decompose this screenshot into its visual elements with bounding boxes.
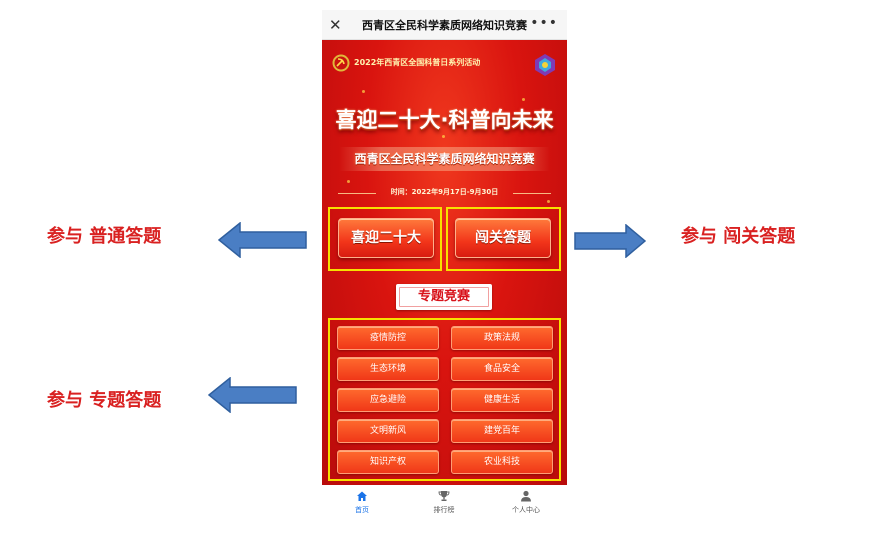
left-arrow-icon bbox=[218, 222, 307, 258]
tab-profile[interactable]: 个人中心 bbox=[496, 490, 556, 515]
title-bar: ✕ 西青区全民科学素质网络知识竞赛 ••• bbox=[322, 10, 567, 40]
tab-label: 首页 bbox=[355, 506, 369, 514]
close-icon[interactable]: ✕ bbox=[329, 16, 342, 34]
contest-date: 时间：2022年9月17日-9月30日 bbox=[390, 188, 499, 196]
sparkle-decoration bbox=[442, 135, 445, 138]
topic-contest-label: 专题竞赛 bbox=[396, 284, 492, 310]
highlight-level-quiz bbox=[446, 207, 561, 271]
party-emblem-icon bbox=[332, 54, 350, 72]
user-icon bbox=[521, 490, 531, 502]
sparkle-decoration bbox=[522, 98, 525, 101]
topic-button-civility[interactable]: 文明新风 bbox=[337, 419, 439, 443]
highlight-topic-grid bbox=[328, 318, 561, 481]
tab-ranking[interactable]: 排行榜 bbox=[414, 490, 474, 515]
tab-label: 排行榜 bbox=[433, 506, 455, 514]
topic-button-epidemic[interactable]: 疫情防控 bbox=[337, 326, 439, 350]
date-line: 时间：2022年9月17日-9月30日 bbox=[336, 187, 553, 199]
main-content: 2022年西青区全国科普日系列活动 喜迎二十大·科普向未来 西青区全民科学素质网… bbox=[322, 40, 567, 485]
tab-home[interactable]: 首页 bbox=[332, 490, 392, 515]
annotation-topic-quiz: 参与 专题答题 bbox=[47, 390, 162, 411]
page-title: 西青区全民科学素质网络知识竞赛 bbox=[362, 19, 527, 32]
left-arrow-icon bbox=[208, 377, 297, 413]
date-divider bbox=[513, 193, 551, 194]
science-logo-icon bbox=[535, 54, 555, 76]
topic-button-emergency[interactable]: 应急避险 bbox=[337, 388, 439, 412]
contest-title-plate bbox=[339, 147, 550, 171]
slogan-heading: 喜迎二十大·科普向未来 bbox=[335, 108, 554, 132]
bottom-tab-bar: 首页 排行榜 个人中心 bbox=[322, 485, 567, 528]
topic-button-food-safety[interactable]: 食品安全 bbox=[451, 357, 553, 381]
sparkle-decoration bbox=[347, 180, 350, 183]
topic-button-health[interactable]: 健康生活 bbox=[451, 388, 553, 412]
contest-title: 西青区全民科学素质网络知识竞赛 bbox=[354, 152, 535, 166]
sparkle-decoration bbox=[362, 90, 365, 93]
trophy-icon bbox=[438, 491, 450, 501]
event-series-label: 2022年西青区全国科普日系列活动 bbox=[354, 58, 481, 67]
normal-quiz-button[interactable]: 喜迎二十大 bbox=[338, 218, 434, 258]
right-arrow-icon bbox=[574, 224, 646, 258]
tab-label: 个人中心 bbox=[512, 506, 540, 514]
topic-button-ecology[interactable]: 生态环境 bbox=[337, 357, 439, 381]
topic-button-policy[interactable]: 政策法规 bbox=[451, 326, 553, 350]
more-icon[interactable]: ••• bbox=[530, 15, 558, 31]
sparkle-decoration bbox=[547, 200, 550, 203]
highlight-normal-quiz bbox=[328, 207, 442, 271]
level-quiz-button[interactable]: 闯关答题 bbox=[455, 218, 551, 258]
topic-button-party-centenary[interactable]: 建党百年 bbox=[451, 419, 553, 443]
annotation-normal-quiz: 参与 普通答题 bbox=[47, 226, 162, 247]
home-icon bbox=[357, 491, 367, 501]
topic-button-ip[interactable]: 知识产权 bbox=[337, 450, 439, 474]
topic-button-agritech[interactable]: 农业科技 bbox=[451, 450, 553, 474]
annotation-level-quiz: 参与 闯关答题 bbox=[681, 226, 796, 247]
date-divider bbox=[338, 193, 376, 194]
phone-screen: ✕ 西青区全民科学素质网络知识竞赛 ••• 2022年西青区全国科普日系列活动 bbox=[322, 10, 567, 528]
